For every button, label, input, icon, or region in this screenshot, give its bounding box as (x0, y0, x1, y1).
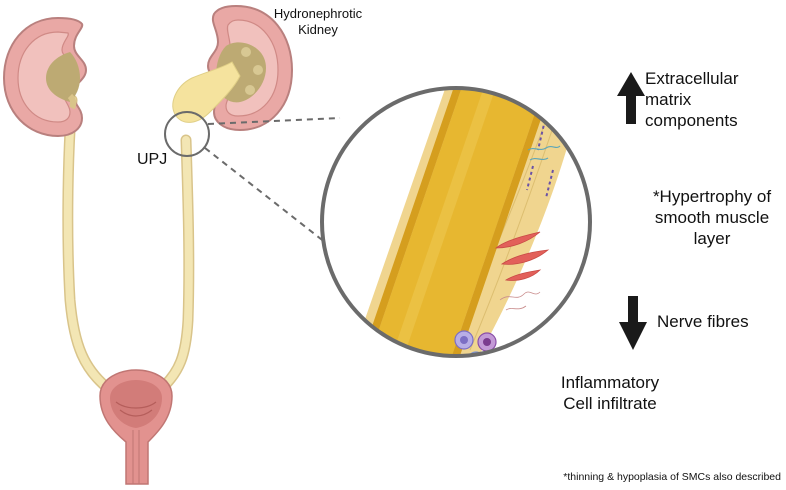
inflammatory-label-line1: Inflammatory (560, 373, 660, 392)
hydronephrotic-kidney-label: Hydronephrotic Kidney (258, 6, 378, 38)
right-ureter (154, 134, 195, 396)
magnified-circle-border (320, 86, 592, 358)
inflammatory-label-line2: Cell infiltrate (563, 394, 657, 413)
inflammatory-cell-label: Inflammatory Cell infiltrate (545, 372, 675, 414)
extracellular-matrix-label: Extracellular matrix components (645, 68, 739, 131)
upj-label: UPJ (137, 151, 168, 168)
down-arrow-icon (619, 296, 647, 350)
upj-marker-circle (164, 111, 210, 157)
zoom-line-bottom (204, 147, 327, 244)
inflammatory-cells (454, 330, 497, 356)
hypertrophy-label-line1: *Hypertrophy of (652, 187, 772, 206)
hypertrophy-label-line3: layer (693, 229, 731, 248)
bladder (99, 369, 173, 485)
left-ureter (62, 94, 116, 396)
hypertrophy-label: *Hypertrophy of smooth muscle layer (640, 186, 784, 249)
smooth-muscle-cells (494, 231, 550, 281)
nerve-fibres-label: Nerve fibres (657, 312, 749, 331)
hydronephrotic-kidney (206, 4, 294, 132)
zoom-line-top (207, 117, 341, 125)
hypertrophy-label-line2: smooth muscle (654, 208, 770, 227)
magnified-view (320, 86, 592, 358)
normal-kidney (2, 16, 88, 138)
footnote: *thinning & hypoplasia of SMCs also desc… (563, 471, 781, 483)
hydronephrotic-label-line2: Kidney (298, 22, 338, 37)
ecm-label-line3: components (645, 111, 738, 130)
ecm-label-line2: matrix (645, 90, 692, 109)
hydronephrotic-label-line1: Hydronephrotic (273, 6, 363, 21)
up-arrow-icon (617, 72, 645, 124)
ecm-label-line1: Extracellular (645, 69, 739, 88)
